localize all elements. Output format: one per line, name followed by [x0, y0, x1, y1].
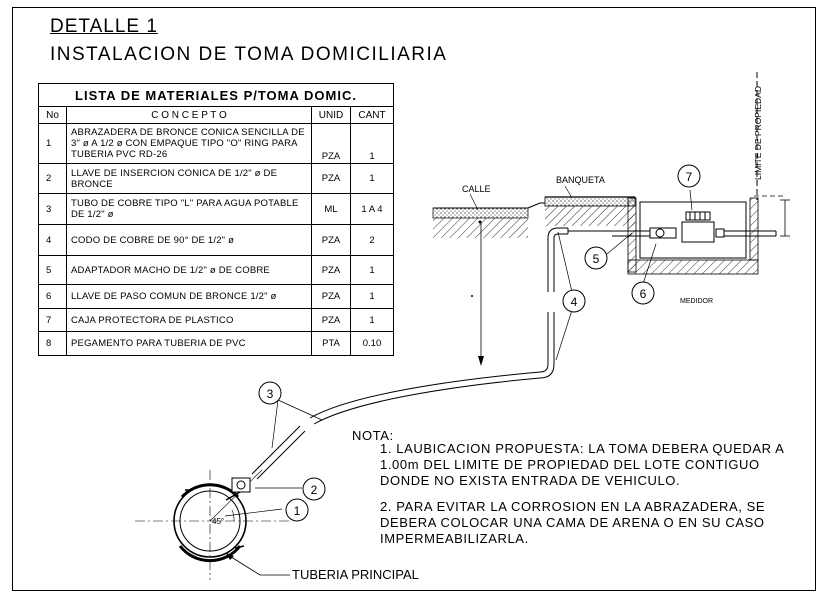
table-row: 2 LLAVE DE INSERCION CONICA DE 1/2" ø DE…	[38, 163, 394, 194]
notes-heading: NOTA:	[352, 428, 394, 443]
meter-box	[612, 197, 777, 275]
callout-4: 4	[562, 289, 586, 313]
row-cant: 1	[350, 123, 394, 164]
callout-7: 7	[677, 164, 701, 188]
callout-4-text: 4	[571, 295, 578, 309]
service-pipe	[251, 371, 541, 480]
callout-6: 6	[631, 281, 655, 305]
row-concepto: ADAPTADOR MACHO DE 1/2" ø DE COBRE	[66, 255, 312, 285]
callout-7-text: 7	[686, 170, 693, 184]
drawing-frame	[12, 7, 816, 591]
callout-2-text: 2	[311, 483, 318, 497]
main-pipe-section	[135, 469, 290, 580]
table-row: 4 CODO DE COBRE DE 90° DE 1/2" ø PZA 2	[38, 224, 394, 256]
table-row: 3 TUBO DE COBRE TIPO "L" PARA AGUA POTAB…	[38, 193, 394, 225]
note-2: 2. PARA EVITAR LA CORROSION EN LA ABRAZA…	[380, 499, 766, 546]
street-section	[432, 202, 545, 238]
meter-label: MEDIDOR	[680, 298, 713, 305]
callout-leaders	[224, 189, 693, 517]
property-limit-line	[754, 72, 790, 237]
materials-table: LISTA DE MATERIALES P/TOMA DOMIC. No C O…	[38, 83, 394, 356]
row-concepto: PEGAMENTO PARA TUBERIA DE PVC	[66, 331, 312, 356]
row-cant: 1	[350, 163, 394, 194]
row-no: 8	[38, 331, 67, 356]
drawing-subtitle: INSTALACION DE TOMA DOMICILIARIA	[50, 44, 448, 65]
row-concepto: CAJA PROTECTORA DE PLASTICO	[66, 308, 312, 332]
row-unid: PZA	[311, 224, 351, 256]
row-concepto: ABRAZADERA DE BRONCE CONICA SENCILLA DE …	[66, 123, 312, 164]
detail-title: DETALLE 1	[50, 16, 158, 37]
row-cant: 1	[350, 255, 394, 285]
row-cant: 1	[350, 308, 394, 332]
callout-3-text: 3	[267, 387, 274, 401]
row-concepto: LLAVE DE INSERCION CONICA DE 1/2" ø DE B…	[66, 163, 312, 194]
callout-3: 3	[258, 381, 282, 405]
table-row: 8 PEGAMENTO PARA TUBERIA DE PVC PTA 0.10	[38, 331, 394, 356]
row-cant: 1 A 4	[350, 193, 394, 225]
table-row: 1 ABRAZADERA DE BRONCE CONICA SENCILLA D…	[38, 123, 394, 164]
sidewalk-section	[544, 196, 636, 226]
callout-1-text: 1	[294, 504, 301, 518]
street-label: CALLE	[462, 184, 491, 194]
property-limit-label: LIMITE DE PROPIEDAD	[753, 86, 763, 180]
row-unid: PZA	[311, 123, 351, 164]
riser-pipe	[539, 227, 612, 379]
row-unid: PZA	[311, 284, 351, 309]
callout-1: 1	[285, 498, 309, 522]
row-unid: PZA	[311, 255, 351, 285]
callout-2: 2	[302, 477, 326, 501]
row-cant: 0.10	[350, 331, 394, 356]
main-pipe-label: TUBERIA PRINCIPAL	[292, 567, 419, 582]
row-unid: PTA	[311, 331, 351, 356]
row-no: 2	[38, 163, 67, 194]
angle-label: 45°	[212, 517, 224, 526]
row-concepto: LLAVE DE PASO COMUN DE BRONCE 1/2" ø	[66, 284, 312, 309]
callout-5-text: 5	[593, 252, 600, 266]
row-cant: 1	[350, 284, 394, 309]
depth-arrow	[471, 220, 484, 366]
callout-6-text: 6	[640, 287, 647, 301]
row-concepto: TUBO DE COBRE TIPO "L" PARA AGUA POTABLE…	[66, 193, 312, 225]
table-row: 5 ADAPTADOR MACHO DE 1/2" ø DE COBRE PZA…	[38, 255, 394, 285]
callout-5: 5	[584, 246, 608, 270]
sidewalk-label: BANQUETA	[556, 175, 605, 185]
note-1: 1. LAUBICACION PROPUESTA: LA TOMA DEBERA…	[380, 441, 784, 488]
table-row: 7 CAJA PROTECTORA DE PLASTICO PZA 1	[38, 308, 394, 332]
